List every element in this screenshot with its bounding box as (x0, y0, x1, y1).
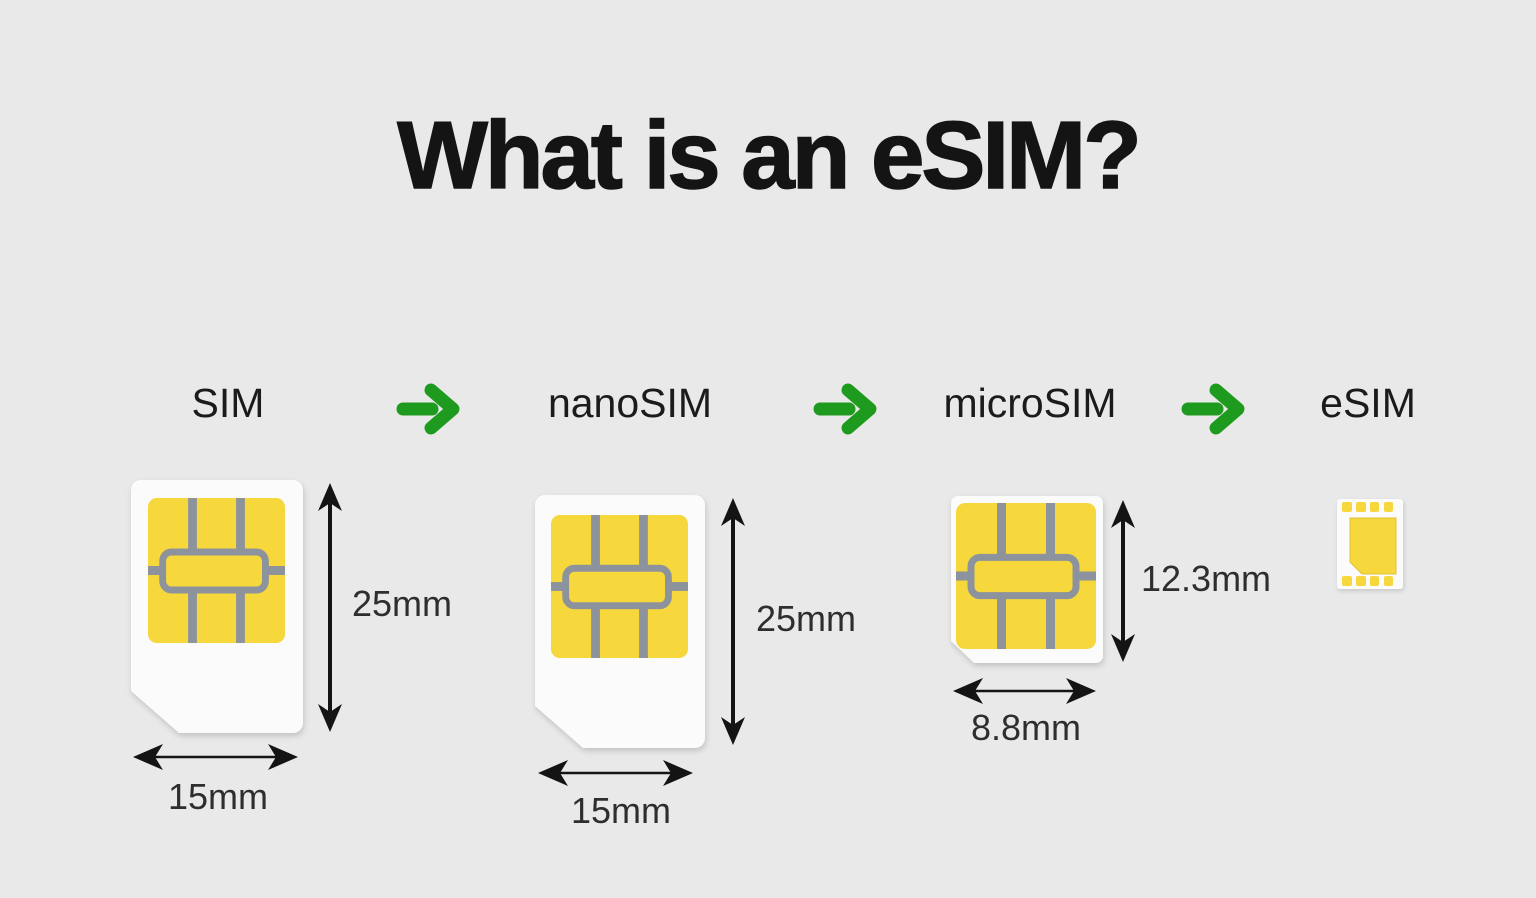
sim-chip-contacts-icon (148, 498, 285, 643)
nanosim-height-dimension-arrow-icon (721, 498, 745, 745)
label-nanosim: nanoSIM (547, 380, 713, 426)
sim-card-body (131, 480, 303, 733)
label-esim: eSIM (1320, 380, 1416, 426)
nanosim-width-label: 15mm (570, 790, 672, 831)
nanosim-card-body (535, 495, 705, 748)
page-title: What is an eSIM? (397, 101, 1143, 210)
sim-height-label: 25mm (352, 583, 453, 624)
sim-card-graphic (131, 480, 303, 733)
microsim-width-label: 8.8mm (970, 707, 1082, 748)
label-sim: SIM (191, 380, 265, 426)
microsim-card-body (951, 496, 1103, 663)
microsim-chip-contacts-icon (956, 503, 1096, 649)
nanosim-height-label: 25mm (756, 598, 857, 639)
right-arrow-icon (1181, 383, 1245, 435)
sim-height-dimension-arrow-icon (318, 483, 342, 732)
sim-width-dimension-arrow-icon (133, 744, 298, 770)
nanosim-chip-contacts-icon (551, 515, 688, 658)
microsim-height-label: 12.3mm (1141, 558, 1272, 599)
label-microsim: microSIM (943, 380, 1117, 426)
microsim-card-graphic (951, 496, 1103, 663)
microsim-width-dimension-arrow-icon (953, 678, 1096, 704)
sim-width-label: 15mm (167, 776, 269, 817)
nanosim-card-graphic (535, 495, 705, 748)
nanosim-width-dimension-arrow-icon (538, 760, 693, 786)
right-arrow-icon (396, 383, 460, 435)
microsim-height-dimension-arrow-icon (1111, 500, 1135, 662)
esim-chip-icon (1337, 499, 1403, 589)
right-arrow-icon (813, 383, 877, 435)
